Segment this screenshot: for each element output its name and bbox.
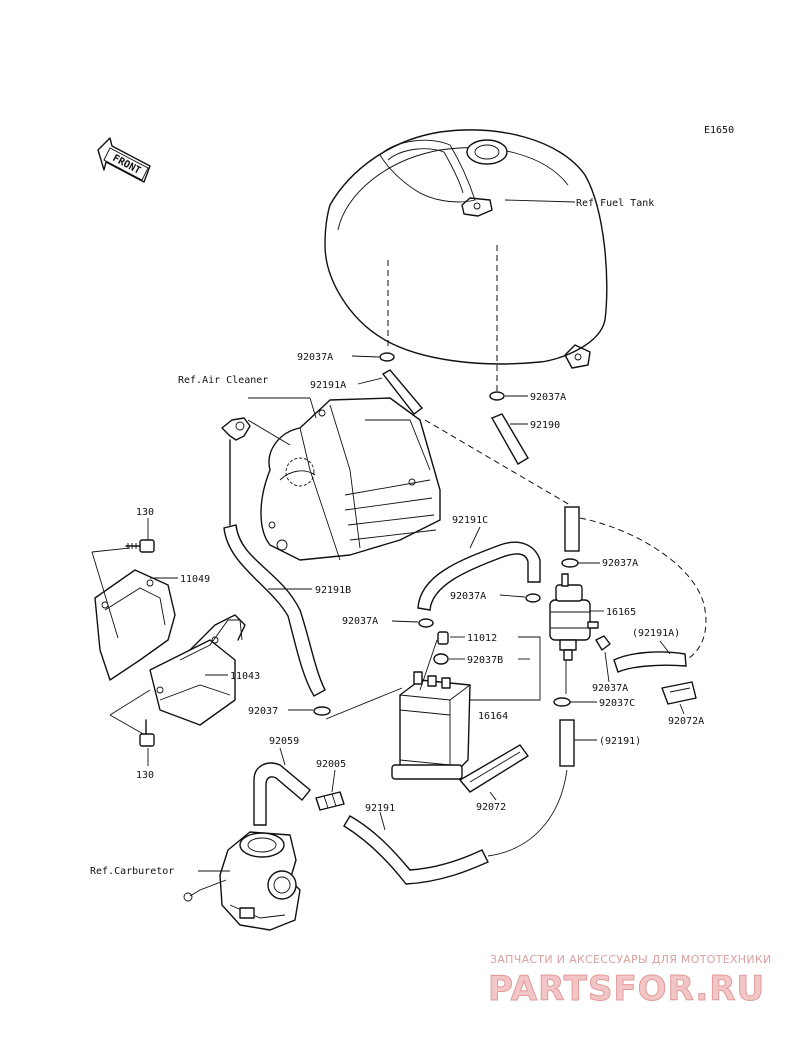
front-arrow-icon: FRONT [97,137,151,183]
label-92037a-6: 92037A [592,683,628,694]
clamp-small-right [595,635,611,651]
clamp-92037b [433,653,449,665]
label-92191-paren: (92191) [599,736,641,747]
label-92191: 92191 [365,803,395,814]
bracket-11049 [94,569,176,681]
label-92037a-3: 92037A [450,591,486,602]
watermark-brand: PARTSFOR.RU [488,969,765,1009]
label-92191c: 92191C [452,515,488,526]
strap-92072a [661,681,697,705]
clamp-92037 [313,706,331,716]
clamp-92037a-2 [489,391,505,401]
label-92037a-5: 92037A [602,558,638,569]
bolt-130-top [125,539,155,553]
strap-92072 [459,744,529,793]
hose-92191a [381,369,424,415]
label-air-cleaner: Ref.Air Cleaner [178,375,268,386]
label-16164: 16164 [478,711,508,722]
label-92005: 92005 [316,759,346,770]
label-92072: 92072 [476,802,506,813]
fuel-tank [324,129,608,369]
carburetor [183,831,301,931]
label-92037a-4: 92037A [342,616,378,627]
air-cleaner [260,397,441,561]
hose-92191b [223,439,326,697]
watermark: ЗАПЧАСТИ И АКСЕССУАРЫ ДЛЯ МОТОТЕХНИКИ PA… [488,953,772,1010]
elbow-fitting [221,417,251,441]
label-92037a-1: 92037A [297,352,333,363]
hose-92190 [490,413,529,465]
label-92072a: 92072A [668,716,704,727]
label-92037b: 92037B [467,655,503,666]
label-fuel-tank: Ref.Fuel Tank [576,198,654,209]
label-92191a-paren: (92191A) [632,628,680,639]
clamp-92037a-4 [418,618,434,628]
label-11049: 11049 [180,574,210,585]
hose-upper-short [564,506,580,552]
label-11012: 11012 [467,633,497,644]
label-92037a-2: 92037A [530,392,566,403]
separator-16165 [549,573,599,661]
fitting-92005 [315,791,345,811]
clamp-92037a-3 [525,593,541,603]
label-92059: 92059 [269,736,299,747]
clamp-92037c [553,697,571,707]
label-carburetor: Ref.Carburetor [90,866,174,877]
hose-92191a-paren [613,651,687,673]
label-16165: 16165 [606,607,636,618]
bolt-130-bottom [139,719,155,747]
clamp-92037a-1 [379,352,395,362]
label-92037c: 92037C [599,698,635,709]
hose-92191-paren [559,719,575,767]
clamp-92037a-5 [561,558,579,568]
hose-92191c [417,541,541,611]
hose-92191 [343,815,489,885]
canister-16164 [391,639,471,780]
label-130-bottom: 130 [136,770,154,781]
label-130-top: 130 [136,507,154,518]
label-92191a: 92191A [310,380,346,391]
bracket-11043 [149,614,246,726]
leader-fuel-tank [504,199,576,203]
label-92190: 92190 [530,420,560,431]
hose-92059 [253,762,311,826]
label-92191b: 92191B [315,585,351,596]
watermark-caption: ЗАПЧАСТИ И АКСЕССУАРЫ ДЛЯ МОТОТЕХНИКИ [490,953,772,966]
label-92037: 92037 [248,706,278,717]
label-11043: 11043 [230,671,260,682]
cap-11012 [437,631,449,645]
diagram-code: E1650 [704,125,734,136]
